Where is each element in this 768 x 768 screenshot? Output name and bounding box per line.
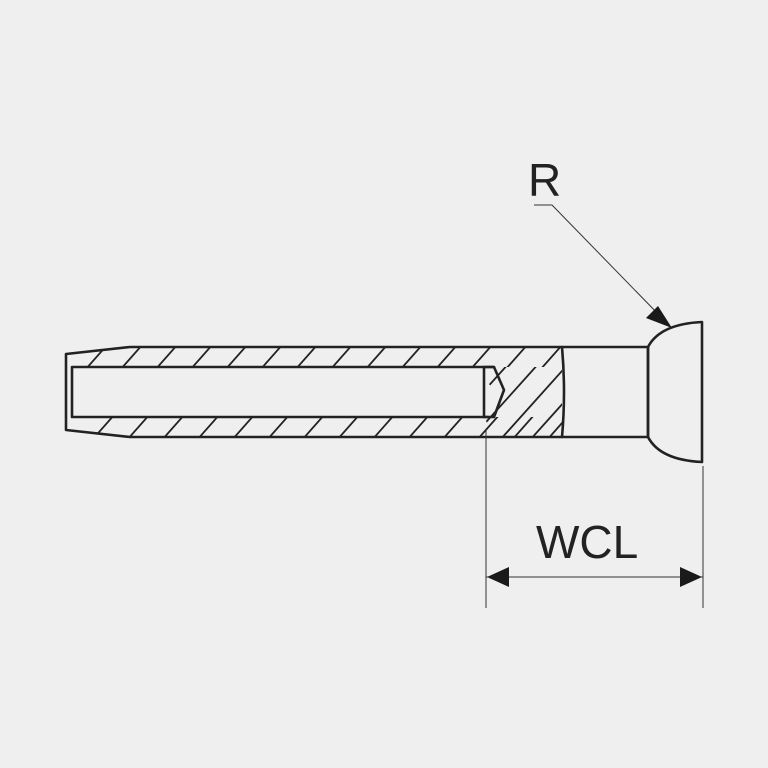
plug-hatching xyxy=(484,367,562,437)
pin-outline xyxy=(64,345,650,439)
radius-arrowhead xyxy=(646,306,672,328)
dimension-arrow-right xyxy=(680,567,702,587)
radius-leader-line xyxy=(534,204,663,319)
pin-head-outline xyxy=(646,320,704,464)
upper-wall-hatching xyxy=(84,347,562,367)
width-label: WCL xyxy=(536,516,638,568)
section-edge xyxy=(560,345,566,439)
drill-point-outline xyxy=(482,365,506,419)
dimension-arrow-left xyxy=(487,567,509,587)
radius-label: R xyxy=(528,154,561,206)
bore-outline xyxy=(70,365,496,419)
lower-wall-hatching xyxy=(91,417,562,437)
